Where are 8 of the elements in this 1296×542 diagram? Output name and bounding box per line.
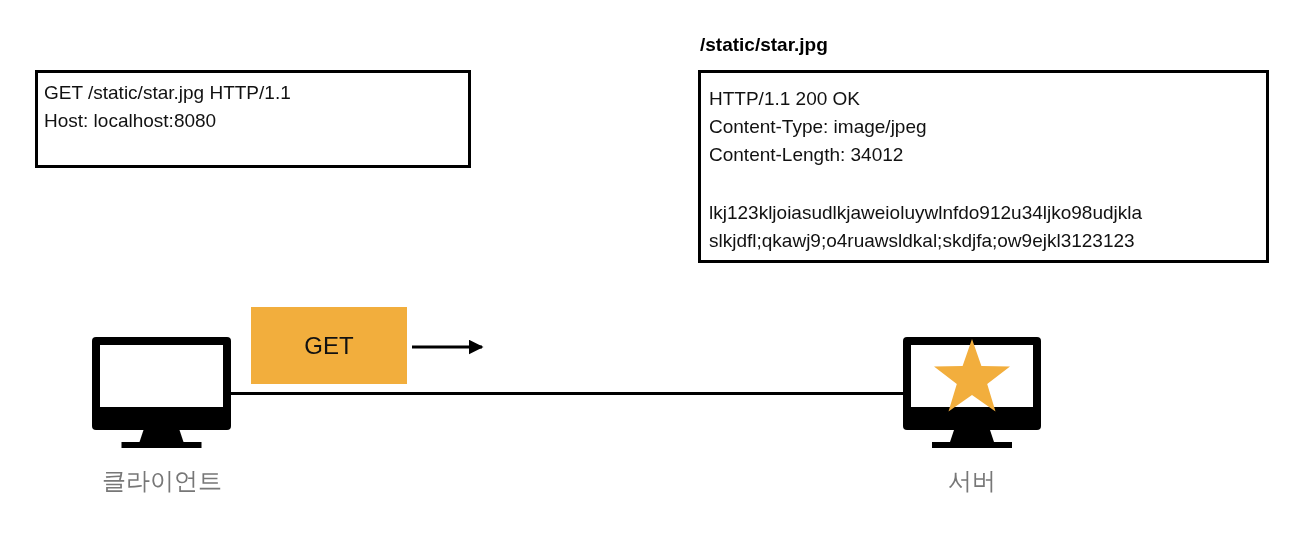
connection-line (231, 392, 903, 395)
device-label: 서버 (947, 466, 997, 497)
arrow (412, 339, 484, 355)
method-box: GET (251, 307, 407, 384)
file-path-heading: /static/star.jpg (700, 34, 828, 56)
device-label: 클라이언트 (100, 466, 223, 497)
request-box: GET /static/star.jpg HTTP/1.1 Host: localhost:8080 (35, 70, 471, 168)
response-box: HTTP/1.1 200 OK Content-Type: image/jpeg Content-Length: 34012 lkj123kljoiasudlkjaweioluywlnfdo912u34ljko98udjkla slkjdfl;qkawj9;o4ruawsldkal;skdjfa;ow9ejkl3123123 (698, 70, 1269, 263)
